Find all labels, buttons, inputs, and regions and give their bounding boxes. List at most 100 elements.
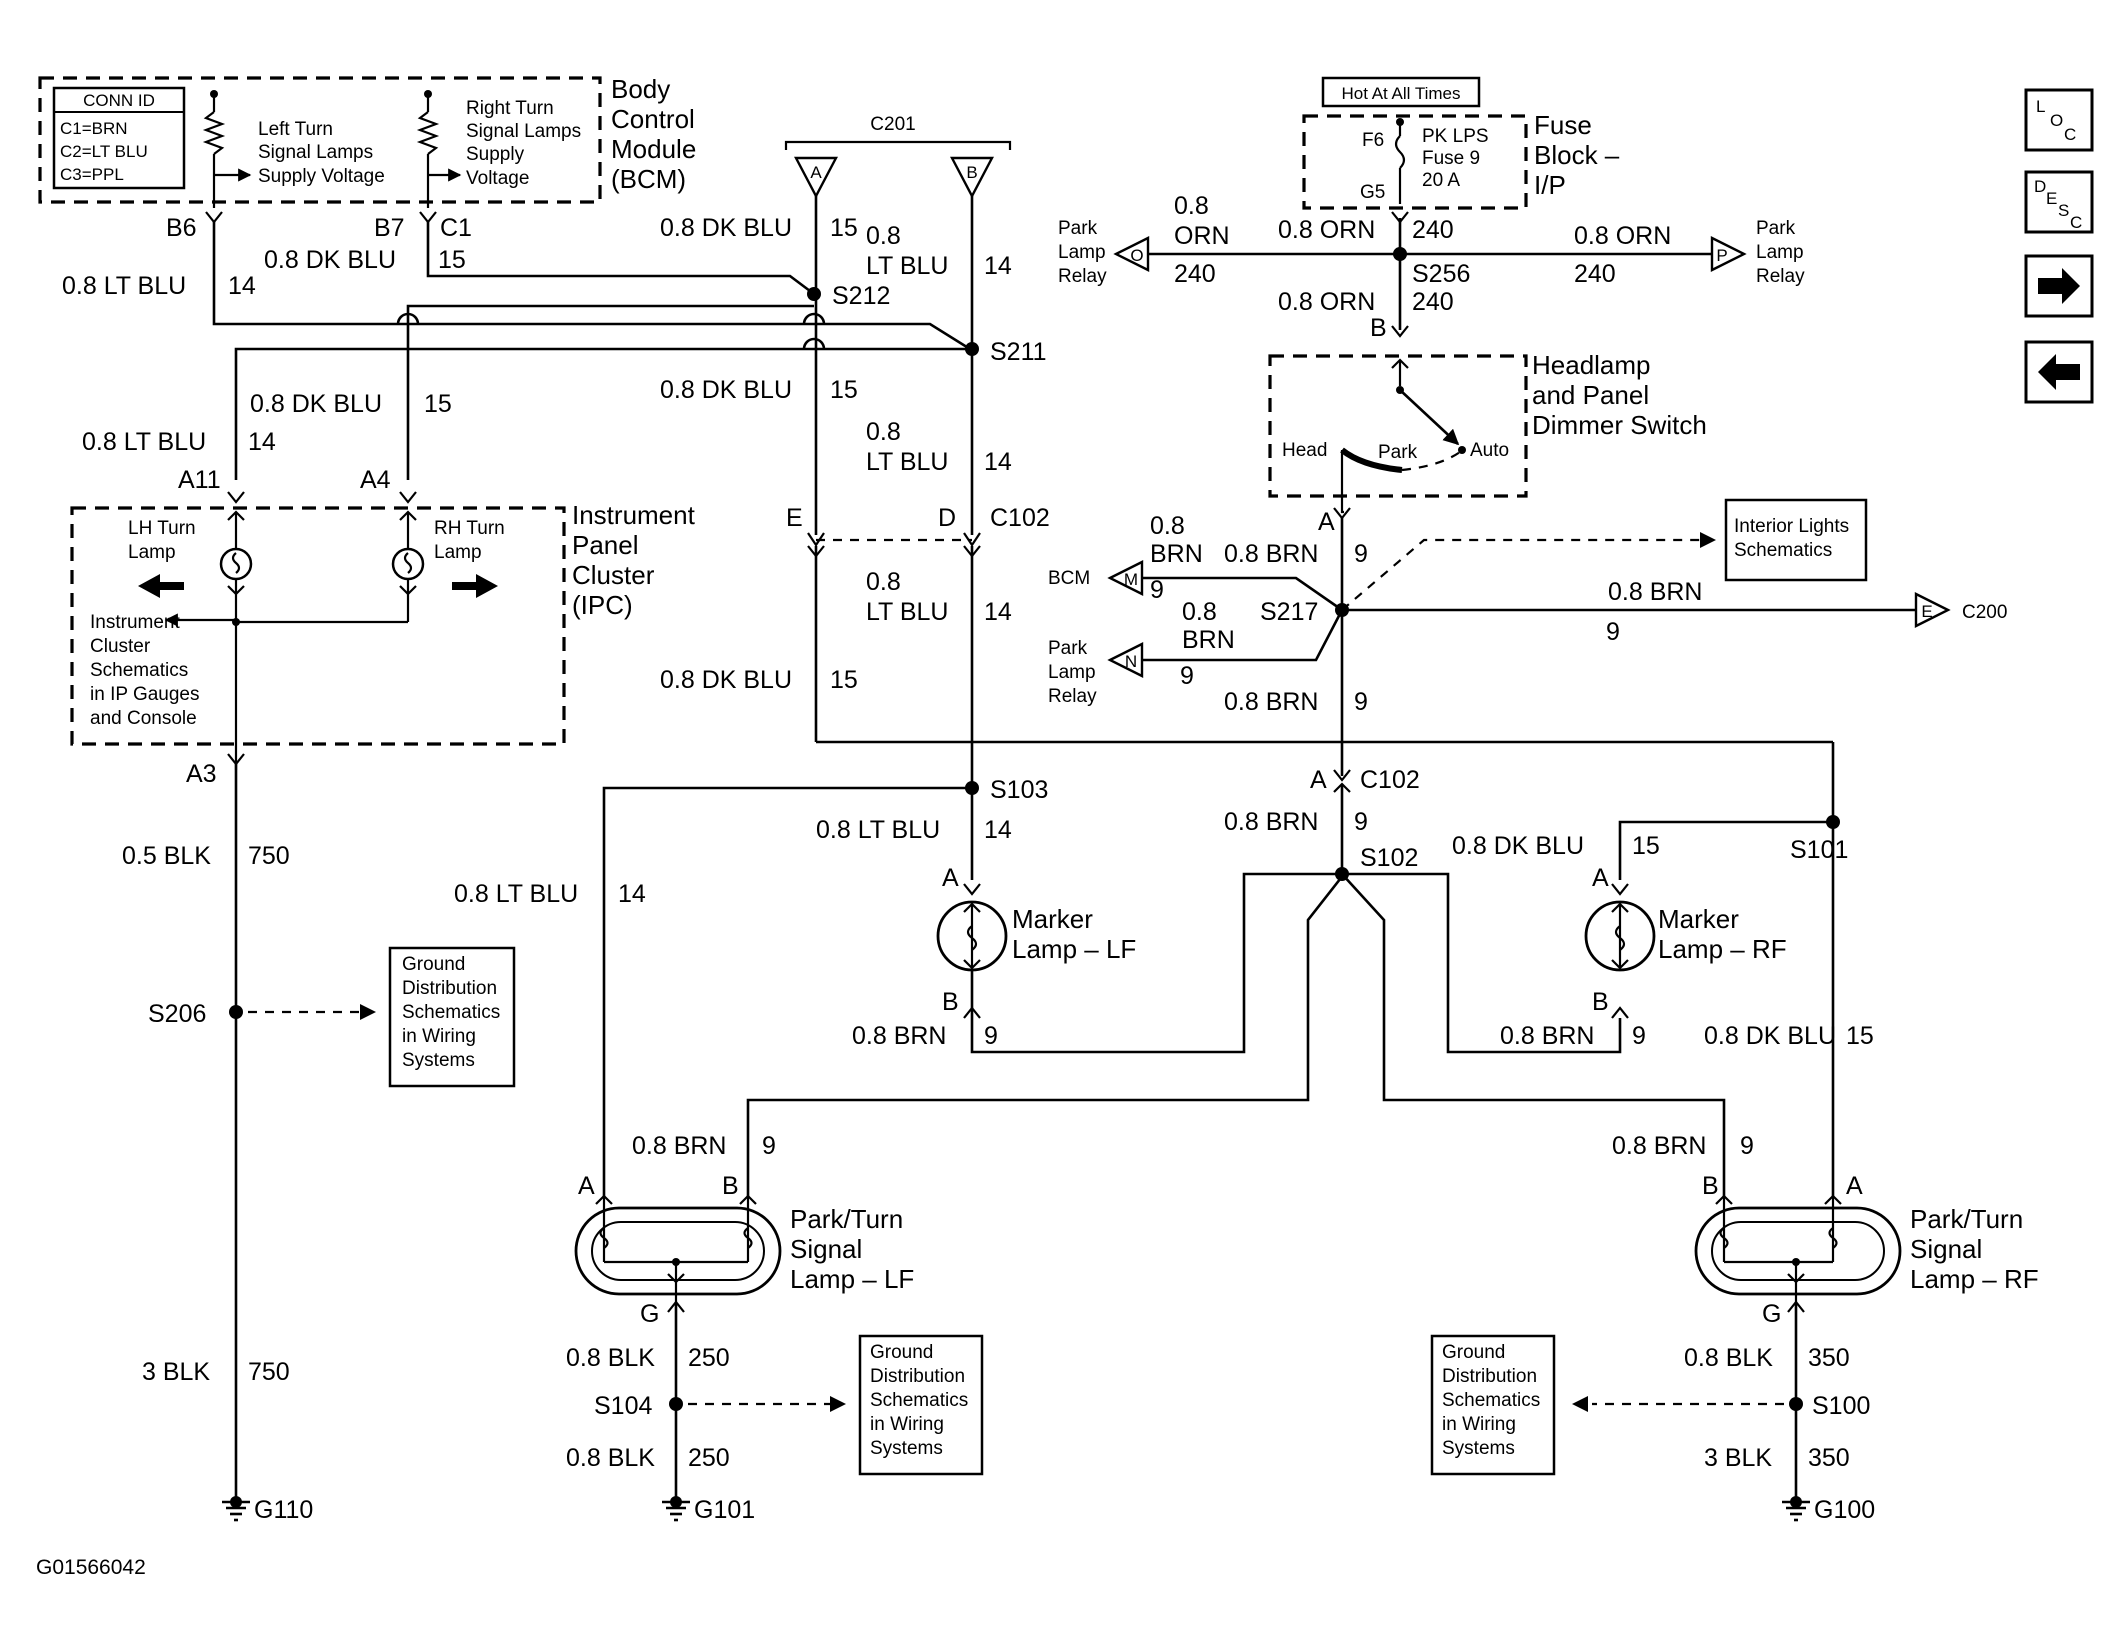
wire-s101-color: 0.8 DK BLU	[1452, 832, 1584, 860]
wire-rfg-circuit1: 350	[1808, 1344, 1850, 1372]
fuse-block-title-2: Block –	[1534, 140, 1620, 170]
gd3-line1: Ground	[1442, 1342, 1505, 1363]
wire-low-dk-color: 0.8 DK BLU	[660, 666, 792, 694]
desc-button[interactable]: D E S C	[2024, 170, 2094, 234]
splice-s212-dot	[807, 287, 821, 301]
wire-relay-o-color-2: ORN	[1174, 222, 1230, 250]
ptrf-name-2: Signal	[1910, 1234, 1982, 1264]
park-relay-p-pin: P	[1716, 246, 1727, 265]
splice-s212: S212	[832, 282, 890, 310]
wire-ptrf-b-color: 0.8 BRN	[1612, 1132, 1706, 1160]
bcm-title-3: Module	[611, 134, 696, 164]
ptlf-pin-g: G	[640, 1300, 659, 1328]
bcm-m-label: BCM	[1048, 568, 1090, 589]
gd1-line4: in Wiring	[402, 1026, 476, 1047]
wire-s206-circuit: 750	[248, 1358, 290, 1386]
next-arrow-button[interactable]	[2024, 254, 2094, 318]
wire-ipc-lt-circuit: 14	[248, 428, 276, 456]
wire-mid-dk-color: 0.8 DK BLU	[660, 376, 792, 404]
loc-button[interactable]: L O C	[2024, 88, 2094, 152]
gd2-line5: Systems	[870, 1438, 943, 1459]
c200-label: C200	[1962, 602, 2007, 623]
wire-c201a-circuit: 15	[830, 214, 858, 242]
splice-s217: S217	[1260, 598, 1318, 626]
wire-relay-o-color-1: 0.8	[1174, 192, 1209, 220]
figure-id: G01566042	[36, 1556, 146, 1579]
wire-rfg-color2: 3 BLK	[1704, 1444, 1772, 1472]
ptrf-pin-a: A	[1846, 1172, 1863, 1200]
splice-s104: S104	[594, 1392, 652, 1420]
splice-s100: S100	[1812, 1392, 1870, 1420]
interior-lights-2: Schematics	[1734, 540, 1832, 561]
c201-pin-a: A	[810, 163, 822, 182]
bcm-left-label-1: Left Turn	[258, 119, 333, 140]
bcm-left-label-3: Supply Voltage	[258, 166, 385, 187]
loc-o: O	[2050, 111, 2063, 130]
wire-c102a-color: 0.8 BRN	[1224, 808, 1318, 836]
wire-s101-circuit: 15	[1632, 832, 1660, 860]
splice-s211-dot	[965, 342, 979, 356]
gd3-line4: in Wiring	[1442, 1414, 1516, 1435]
wire-mid-lt-color-1: 0.8	[866, 418, 901, 446]
ipc-title-2: Panel	[572, 530, 639, 560]
c200-pin: E	[1921, 602, 1932, 621]
ptlf-pin-b: B	[722, 1172, 739, 1200]
gd2-line2: Distribution	[870, 1366, 965, 1387]
ptlf-name-2: Signal	[790, 1234, 862, 1264]
bcm-right-label-4: Voltage	[466, 168, 529, 189]
wire-s256-color: 0.8 ORN	[1278, 288, 1375, 316]
wire-lfg-circuit2: 250	[688, 1444, 730, 1472]
park-turn-rf-icon	[1694, 1206, 1902, 1296]
wire-ipc-dk-circuit: 15	[424, 390, 452, 418]
wire-rf-dk-color: 0.8 DK BLU	[1704, 1022, 1836, 1050]
c201-pin-a-triangle	[794, 156, 838, 199]
park-relay-p-triangle	[1710, 236, 1747, 272]
park-relay-o-label-3: Relay	[1058, 266, 1107, 287]
splice-s206-dot	[229, 1005, 243, 1019]
fuse-f6: F6	[1362, 130, 1384, 151]
bcm-m-triangle	[1107, 560, 1144, 596]
wire-a3-color: 0.5 BLK	[122, 842, 211, 870]
ptlf-pin-a: A	[578, 1172, 595, 1200]
ground-g100: G100	[1814, 1496, 1875, 1524]
wire-c201b-circuit: 14	[984, 252, 1012, 280]
relay-n-label-2: Lamp	[1048, 662, 1096, 683]
wire-c201a-color: 0.8 DK BLU	[660, 214, 792, 242]
wire-s256-circuit: 240	[1412, 288, 1454, 316]
ground-dist-box-s100: Ground Distribution Schematics in Wiring…	[1430, 1334, 1556, 1476]
right-arrow-icon	[2038, 268, 2080, 304]
ipc-pin-a11: A11	[178, 466, 221, 494]
relay-n-triangle	[1107, 642, 1144, 678]
wire-c200-circuit: 9	[1606, 618, 1620, 646]
wire-low-lt-color-2: LT BLU	[866, 598, 948, 626]
wire-mlf-b-circuit: 9	[984, 1022, 998, 1050]
wire-b6-circuit: 14	[228, 272, 256, 300]
wire-b6-color: 0.8 LT BLU	[62, 272, 186, 300]
marker-lf-name-2: Lamp – LF	[1012, 934, 1136, 964]
desc-s: S	[2058, 201, 2069, 220]
prev-arrow-button[interactable]	[2024, 340, 2094, 404]
fuse-text-3: 20 A	[1422, 170, 1460, 191]
fuse-g5: G5	[1360, 182, 1385, 203]
c102-pin-e: E	[786, 504, 803, 532]
wire-relay-p-color: 0.8 ORN	[1574, 222, 1671, 250]
wire-lfg-color1: 0.8 BLK	[566, 1344, 655, 1372]
cluster-text-3: Schematics	[90, 660, 188, 681]
wire-a3-circuit: 750	[248, 842, 290, 870]
bcm-wires	[212, 222, 971, 480]
gd2-line3: Schematics	[870, 1390, 968, 1411]
wire-mid-lt-circuit: 14	[984, 448, 1012, 476]
wire-s217-down-circuit: 9	[1354, 688, 1368, 716]
wire-n-circuit: 9	[1180, 662, 1194, 690]
interior-lights-box: Interior Lights Schematics	[1724, 498, 1868, 582]
wire-lfg-color2: 0.8 BLK	[566, 1444, 655, 1472]
loc-c: C	[2064, 125, 2076, 144]
splice-s101: S101	[1790, 836, 1848, 864]
ground-g110-icon	[222, 1496, 250, 1522]
switch-auto: Auto	[1470, 440, 1509, 461]
marker-rf-pin-a: A	[1592, 864, 1609, 892]
ptrf-pin-g: G	[1762, 1300, 1781, 1328]
wire-ipc-dk-color: 0.8 DK BLU	[250, 390, 382, 418]
relay-n-pin: N	[1125, 652, 1137, 671]
